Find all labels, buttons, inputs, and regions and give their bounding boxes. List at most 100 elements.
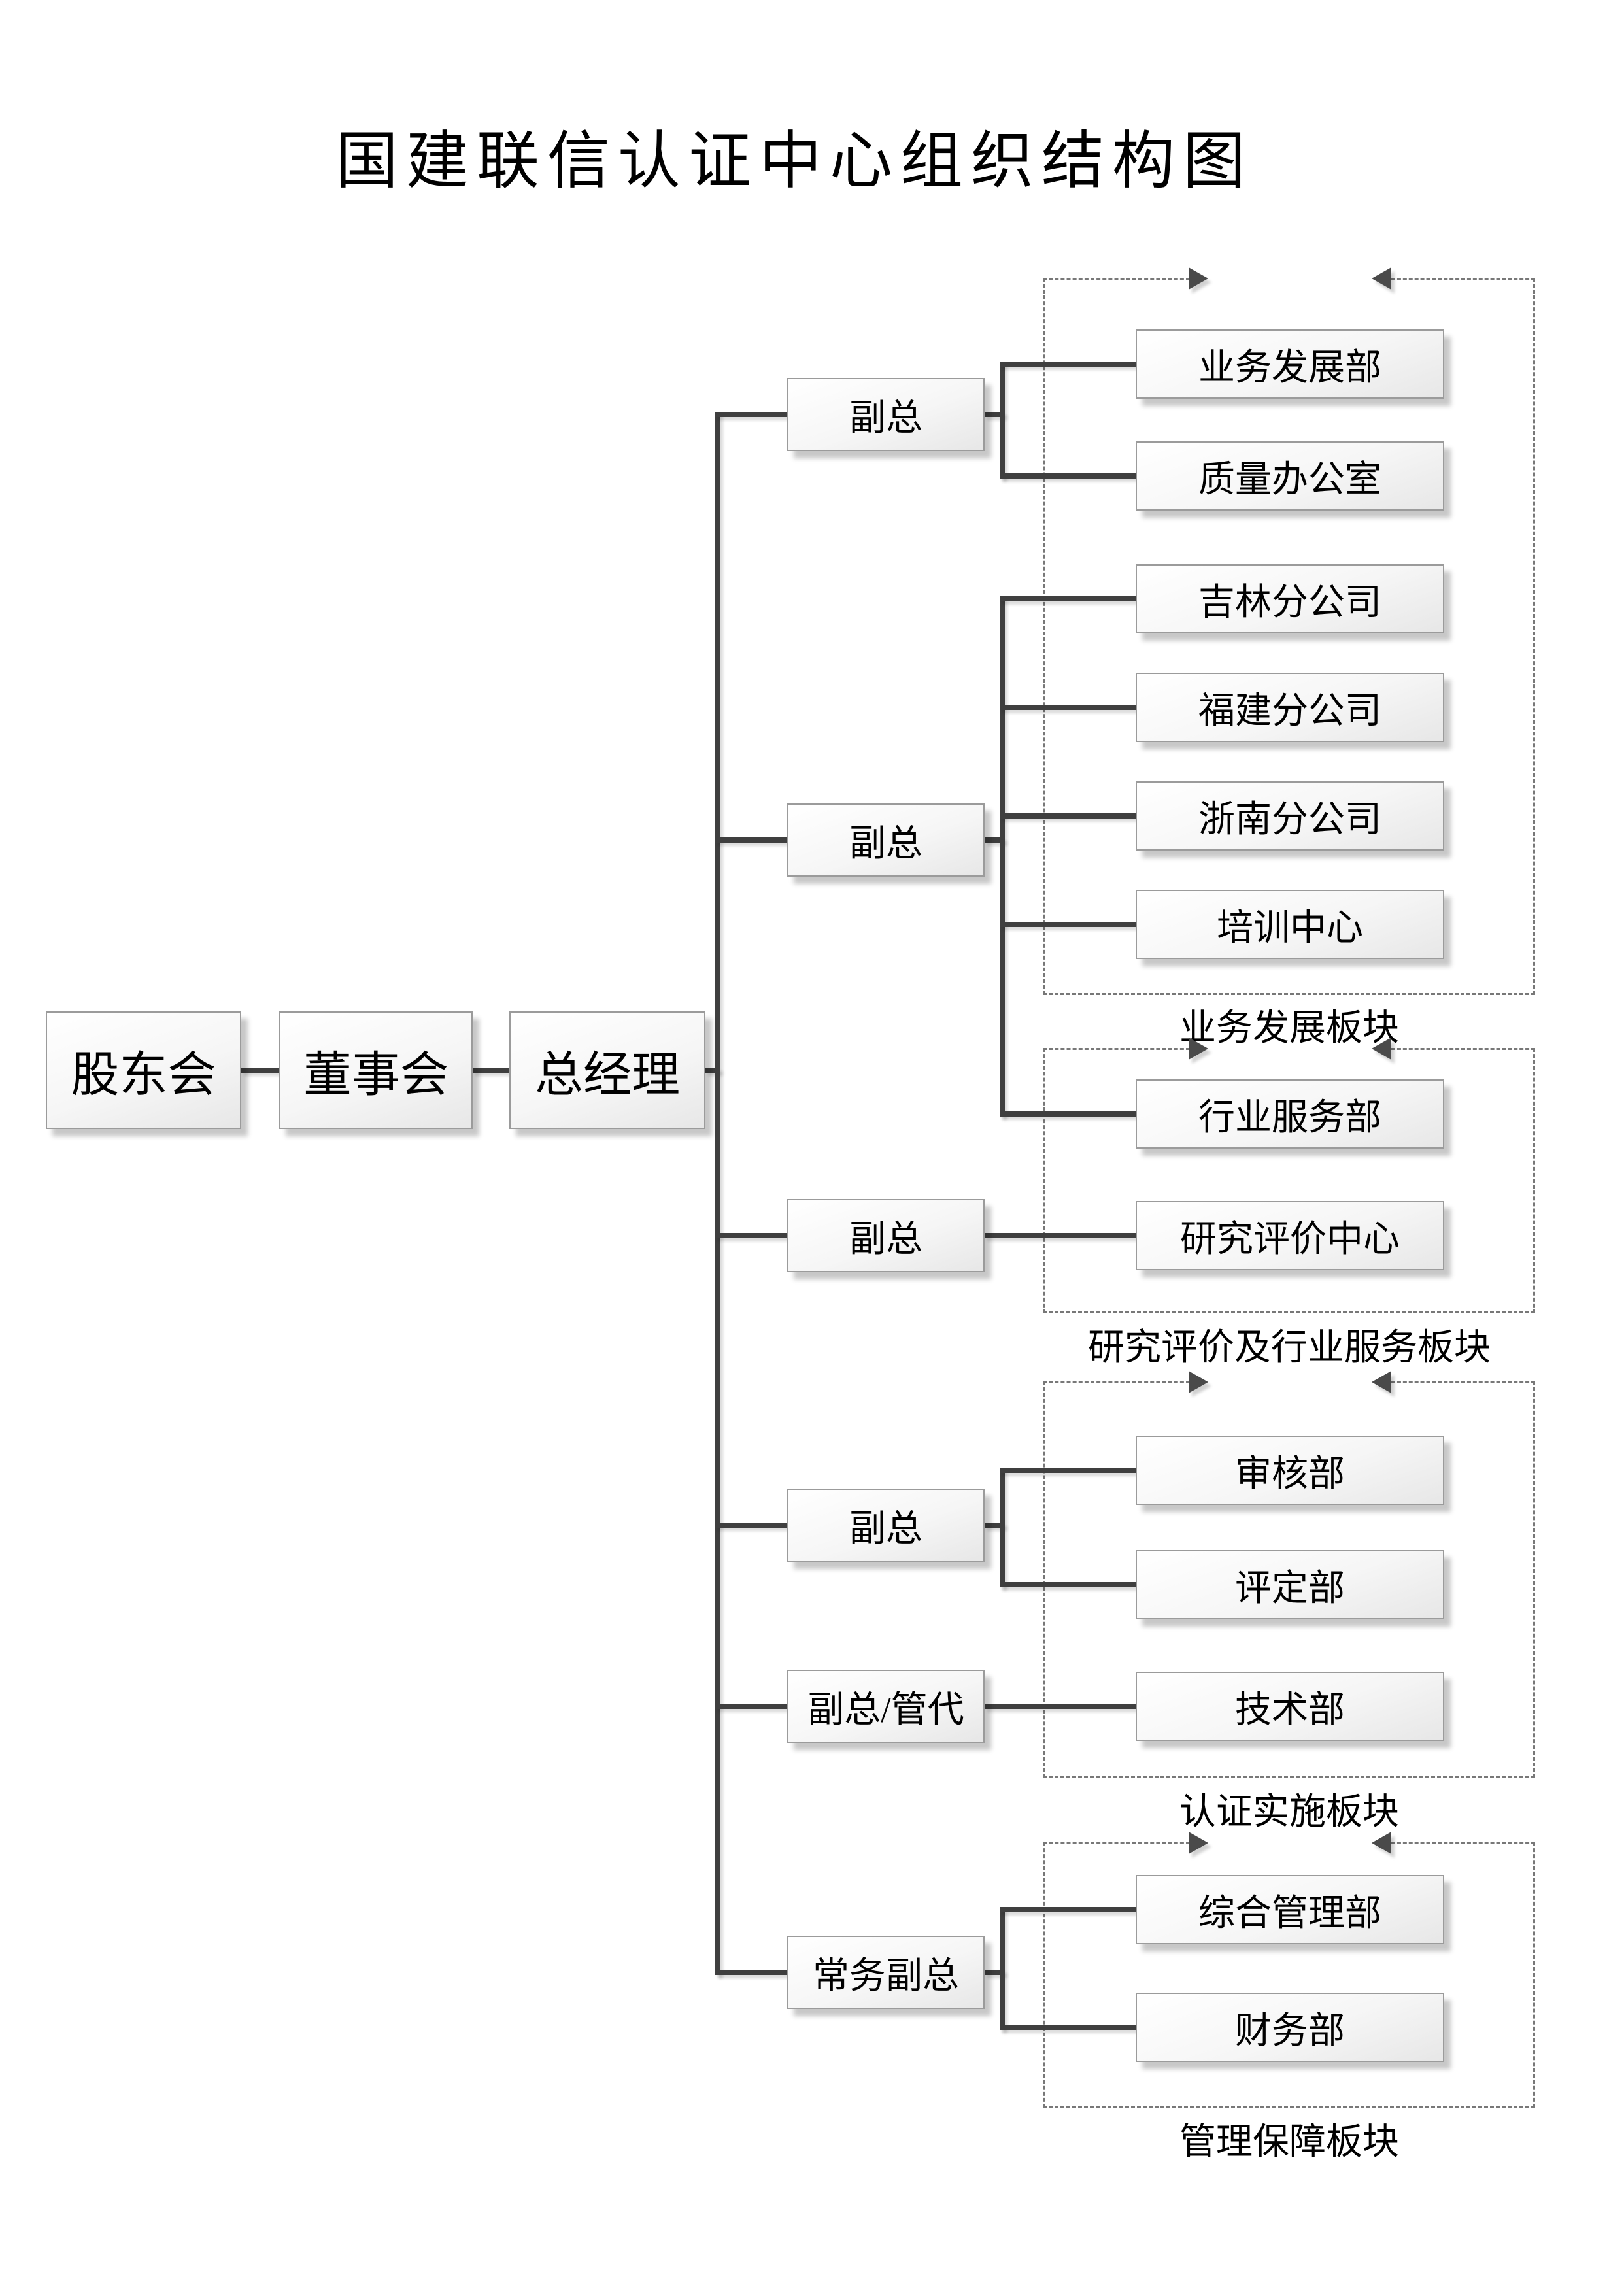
group-label-certification: 认证实施板块 <box>1179 1792 1399 1832</box>
connector-line <box>1000 1582 1136 1587</box>
connector-line <box>1000 922 1136 927</box>
group-box-certification <box>1043 1381 1535 1778</box>
node-label: 福建分公司 <box>1198 690 1381 732</box>
inward-arrow-right-icon <box>1189 267 1208 290</box>
node-shareholders-meeting: 股东会 <box>46 1011 241 1129</box>
connector-junction <box>1000 1468 1005 1587</box>
node-label: 财务部 <box>1235 2010 1345 2051</box>
connector-junction <box>1000 1907 1005 2030</box>
connector-line <box>985 1970 1005 1975</box>
node-label: 股东会 <box>71 1048 216 1102</box>
node-label: 副总 <box>849 1508 922 1549</box>
connector-line <box>985 837 1005 843</box>
connector-line <box>715 412 788 417</box>
node-label: 董事会 <box>303 1048 448 1102</box>
connector-line <box>1000 1468 1136 1473</box>
node-industry-service-dept: 行业服务部 <box>1136 1079 1444 1149</box>
node-label: 总经理 <box>535 1048 680 1102</box>
node-label: 副总 <box>849 823 922 864</box>
inward-arrow-right-icon <box>1189 1832 1208 1854</box>
node-board-of-directors: 董事会 <box>279 1011 473 1129</box>
connector-line <box>1000 596 1136 601</box>
node-label: 副总/管代 <box>807 1689 964 1730</box>
connector-line <box>715 1704 788 1709</box>
page-title: 国建联信认证中心组织结构图 <box>335 126 1253 196</box>
group-box-top-right-segment <box>1391 278 1535 280</box>
node-label: 吉林分公司 <box>1198 582 1381 623</box>
node-fujian-branch: 福建分公司 <box>1136 673 1444 742</box>
node-executive-deputy-gm: 常务副总 <box>787 1936 985 2009</box>
connector-junction <box>1000 596 1005 1117</box>
node-label: 业务发展部 <box>1198 347 1381 388</box>
node-label: 浙南分公司 <box>1198 799 1381 840</box>
node-zhenan-branch: 浙南分公司 <box>1136 781 1444 851</box>
connector-line <box>715 1970 788 1975</box>
connector-line <box>985 1233 1136 1238</box>
connector-trunk <box>715 412 720 1975</box>
node-technical-dept: 技术部 <box>1136 1672 1444 1741</box>
node-general-manager: 总经理 <box>509 1011 705 1129</box>
inward-arrow-left-icon <box>1372 1832 1391 1854</box>
group-box-management-support <box>1043 1842 1535 2108</box>
group-label-management-support: 管理保障板块 <box>1179 2122 1399 2163</box>
node-label: 质量办公室 <box>1198 459 1381 500</box>
node-assessment-dept: 评定部 <box>1136 1550 1444 1619</box>
group-label-research-service: 研究评价及行业服务板块 <box>1088 1328 1491 1368</box>
connector-line <box>1000 705 1136 710</box>
inward-arrow-right-icon <box>1189 1371 1208 1393</box>
node-label: 行业服务部 <box>1198 1097 1381 1138</box>
node-deputy-gm-1: 副总 <box>787 378 985 451</box>
inward-arrow-right-icon <box>1189 1038 1208 1060</box>
connector-line <box>715 1523 788 1528</box>
connector-line <box>985 1704 1136 1709</box>
inward-arrow-left-icon <box>1372 1371 1391 1393</box>
node-business-development-dept: 业务发展部 <box>1136 329 1444 399</box>
connector-line <box>1000 813 1136 819</box>
node-audit-dept: 审核部 <box>1136 1436 1444 1505</box>
inward-arrow-left-icon <box>1372 1038 1391 1060</box>
group-box-business-development <box>1043 278 1535 995</box>
connector-line <box>985 412 1005 417</box>
node-jilin-branch: 吉林分公司 <box>1136 564 1444 633</box>
node-general-management-dept: 综合管理部 <box>1136 1875 1444 1944</box>
node-label: 综合管理部 <box>1198 1893 1381 1934</box>
node-label: 常务副总 <box>813 1955 959 1997</box>
node-deputy-gm-3: 副总 <box>787 1199 985 1272</box>
node-label: 研究评价中心 <box>1180 1219 1400 1260</box>
node-label: 副总 <box>849 397 922 439</box>
node-finance-dept: 财务部 <box>1136 1993 1444 2062</box>
node-label: 评定部 <box>1235 1568 1345 1609</box>
group-box-top-left-segment <box>1043 1381 1190 1383</box>
group-box-top-left-segment <box>1043 1048 1190 1050</box>
connector-line <box>1000 473 1136 479</box>
connector-line <box>241 1068 279 1073</box>
node-deputy-gm-2: 副总 <box>787 803 985 877</box>
node-research-evaluation-center: 研究评价中心 <box>1136 1201 1444 1270</box>
connector-line <box>1000 1907 1136 1912</box>
connector-line <box>715 1233 788 1238</box>
connector-line <box>705 1068 720 1073</box>
connector-line <box>1000 1111 1136 1117</box>
node-deputy-gm-4: 副总 <box>787 1489 985 1562</box>
connector-line <box>985 1523 1005 1528</box>
connector-line <box>1000 362 1136 367</box>
group-box-top-left-segment <box>1043 1842 1190 1844</box>
group-box-top-right-segment <box>1391 1842 1535 1844</box>
connector-junction <box>1000 362 1005 479</box>
node-label: 审核部 <box>1235 1453 1345 1494</box>
group-box-top-right-segment <box>1391 1381 1535 1383</box>
node-training-center: 培训中心 <box>1136 890 1444 959</box>
connector-line <box>1000 2025 1136 2030</box>
inward-arrow-left-icon <box>1372 267 1391 290</box>
group-label-business-development: 业务发展板块 <box>1179 1008 1399 1049</box>
group-box-research-service <box>1043 1048 1535 1313</box>
connector-line <box>473 1068 509 1073</box>
node-label: 培训中心 <box>1217 907 1363 949</box>
node-label: 副总 <box>849 1219 922 1260</box>
connector-line <box>715 837 788 843</box>
node-deputy-gm-mgmt-rep: 副总/管代 <box>787 1670 985 1743</box>
node-label: 技术部 <box>1235 1689 1345 1730</box>
node-quality-office: 质量办公室 <box>1136 441 1444 511</box>
group-box-top-left-segment <box>1043 278 1190 280</box>
